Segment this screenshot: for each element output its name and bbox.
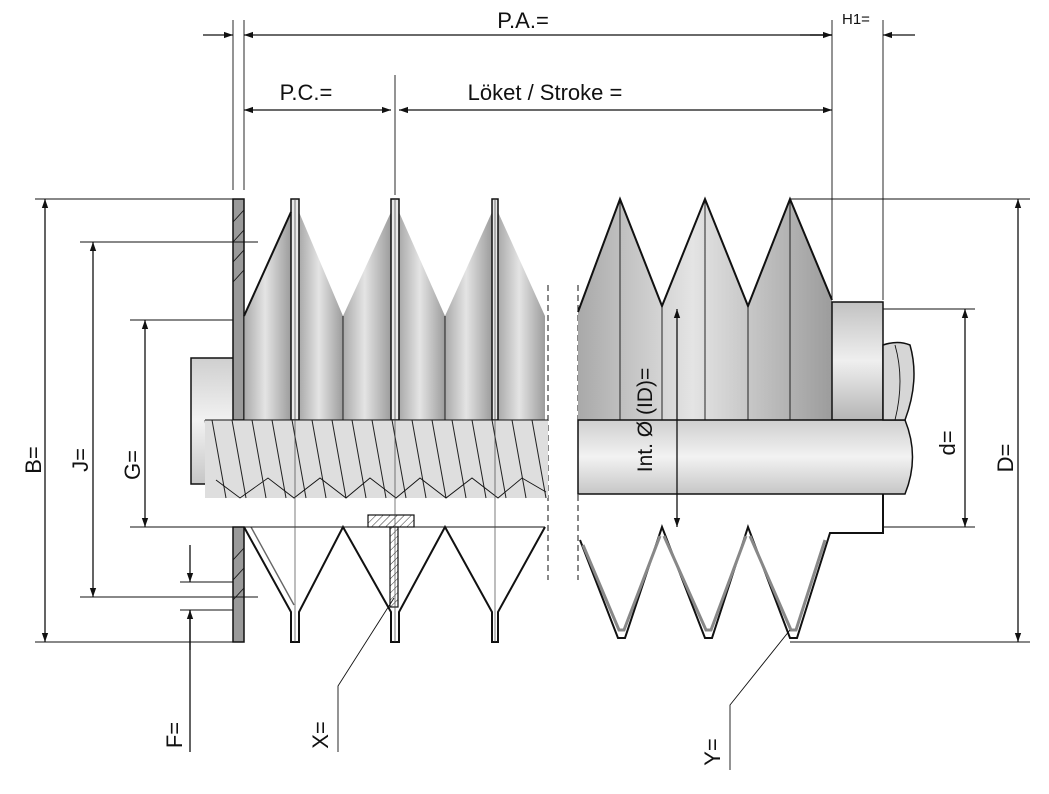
label-d-small: d= <box>935 430 960 455</box>
label-pa: P.A.= <box>497 8 549 33</box>
label-b: B= <box>21 446 46 474</box>
label-g: G= <box>120 450 145 480</box>
label-d-big: D= <box>993 444 1018 473</box>
bellows-lower-section <box>232 494 884 643</box>
label-f: F= <box>162 722 187 748</box>
bellows-upper-section <box>232 196 884 580</box>
dimension-lines <box>41 31 1022 770</box>
label-stroke: Löket / Stroke = <box>468 80 623 105</box>
label-y: Y= <box>700 738 725 766</box>
label-h1: H1= <box>842 11 870 28</box>
smooth-shaft <box>577 341 915 495</box>
dimension-labels: P.A.= H1= P.C.= Löket / Stroke = B= J= G… <box>21 8 1018 766</box>
label-pc: P.C.= <box>280 80 333 105</box>
label-id: Int. Ø (ID)= <box>634 368 657 472</box>
label-x: X= <box>308 721 333 749</box>
label-j: J= <box>68 448 93 472</box>
thread-section <box>205 419 548 499</box>
